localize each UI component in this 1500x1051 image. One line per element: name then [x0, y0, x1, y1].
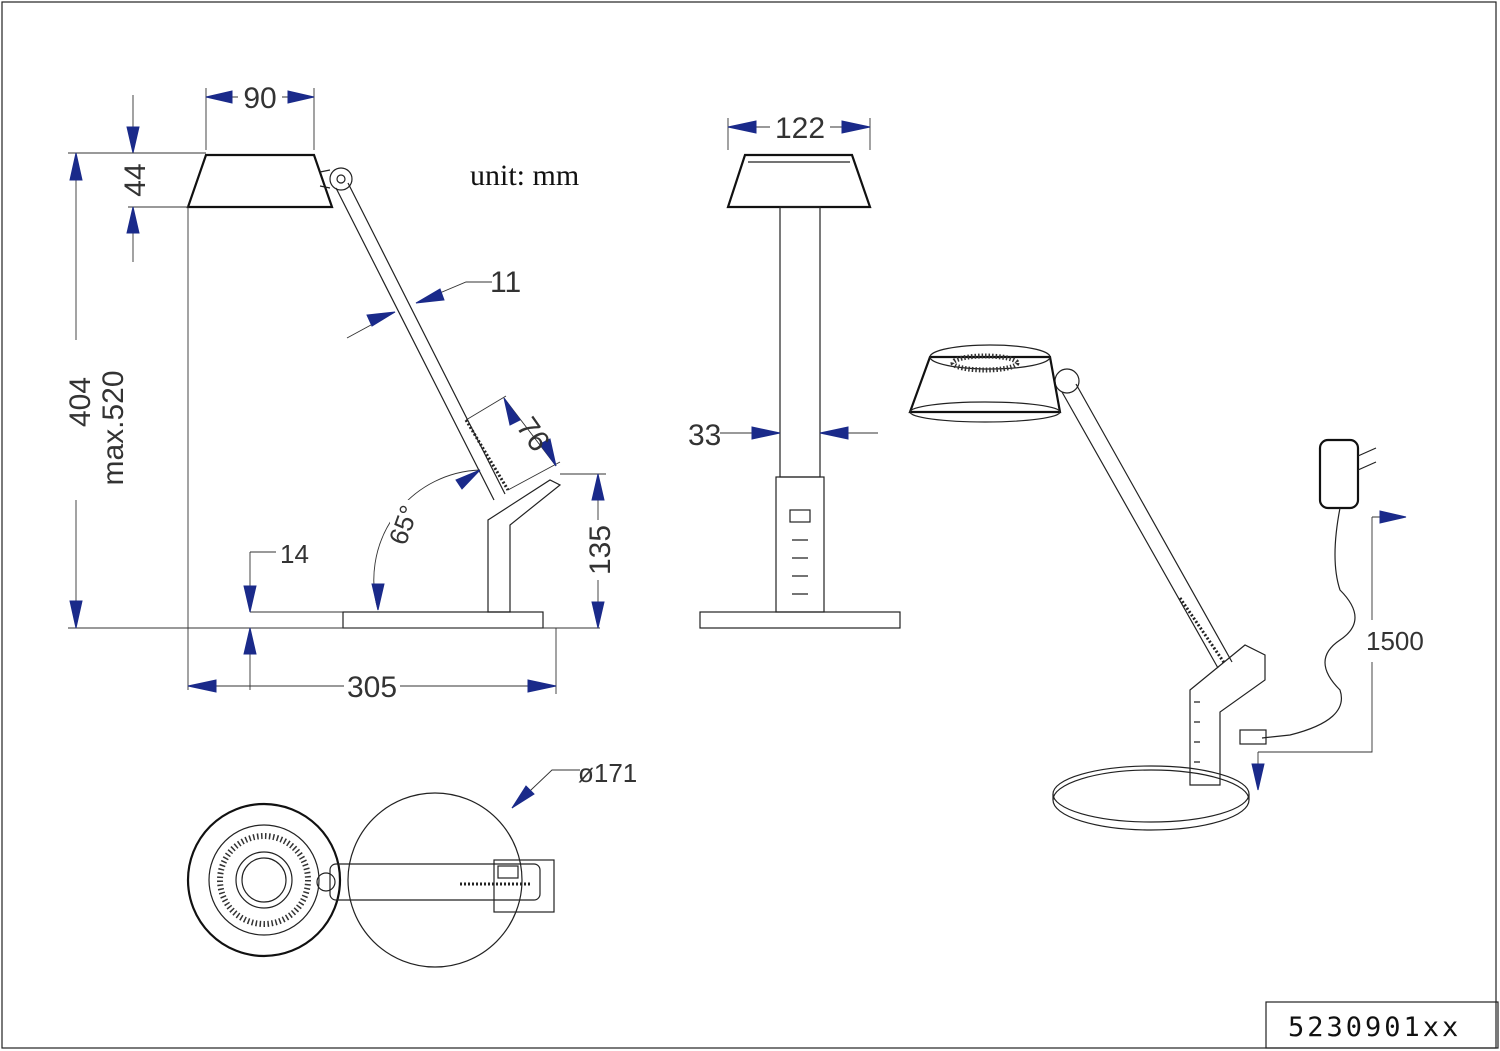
dim-head-height: 44 [119, 95, 206, 262]
top-view: ø171 [186, 758, 637, 968]
persp-holder [1189, 644, 1266, 786]
persp-power-adapter [1318, 438, 1360, 510]
label-total-depth: 305 [347, 671, 397, 704]
product-code-box: 5230901xx [1265, 1001, 1499, 1049]
dim-base-thickness: 14 [243, 539, 343, 690]
top-holder [493, 859, 555, 913]
perspective-view: 1500 [908, 344, 1424, 831]
unit-label: unit: mm [470, 159, 579, 192]
dim-front-head-width: 122 [727, 112, 871, 150]
front-base [699, 611, 901, 629]
dim-cable-length: 1500 [1251, 510, 1424, 791]
front-lamp-head [726, 153, 872, 209]
top-arm [329, 863, 541, 901]
persp-arm [1061, 383, 1233, 669]
product-code: 5230901xx [1288, 1012, 1461, 1043]
dim-total-depth: 305 [187, 628, 557, 704]
side-sensor-strip [464, 419, 510, 491]
side-holder [487, 479, 562, 613]
label-base-diameter: ø171 [578, 758, 637, 788]
front-view: 122 33 [688, 112, 901, 629]
persp-cable [1261, 507, 1356, 739]
label-head-width: 90 [243, 82, 276, 115]
label-front-head-width: 122 [775, 112, 825, 145]
dim-holder-height: 135 [560, 473, 617, 629]
persp-usb-slots [1194, 701, 1200, 763]
side-lamp-head [186, 153, 334, 209]
label-max-height: max.520 [97, 370, 130, 485]
label-total-height: 404 [64, 377, 97, 427]
front-holder [775, 476, 825, 613]
dim-angle: 65° [371, 469, 481, 611]
dim-arm-width: 11 [346, 266, 521, 339]
label-cable-length: 1500 [1366, 626, 1424, 656]
label-pillar-width: 33 [688, 419, 721, 452]
side-base [342, 611, 544, 629]
label-head-height: 44 [119, 163, 152, 196]
label-base-thickness: 14 [280, 539, 309, 569]
dim-sensor-length: 76 [465, 395, 561, 491]
persp-plug [1239, 729, 1267, 745]
dim-pillar-width: 33 [688, 419, 878, 452]
side-arm [335, 182, 506, 501]
top-led-ring [217, 833, 311, 927]
side-arm-joint [329, 167, 353, 191]
top-base-circle [347, 792, 523, 968]
label-arm-width: 11 [490, 266, 521, 299]
front-pillar [779, 206, 821, 478]
top-lamp-head [186, 802, 342, 958]
persp-joint [1054, 368, 1080, 394]
front-usb-slots [792, 539, 808, 595]
label-holder-height: 135 [584, 525, 617, 575]
dim-base-diameter: ø171 [511, 758, 637, 809]
side-view: 90 44 404 max.520 11 [62, 82, 617, 704]
persp-lamp-head [908, 355, 1062, 414]
dim-head-width: 90 [205, 82, 315, 150]
dim-total-height: 404 max.520 [62, 152, 600, 629]
